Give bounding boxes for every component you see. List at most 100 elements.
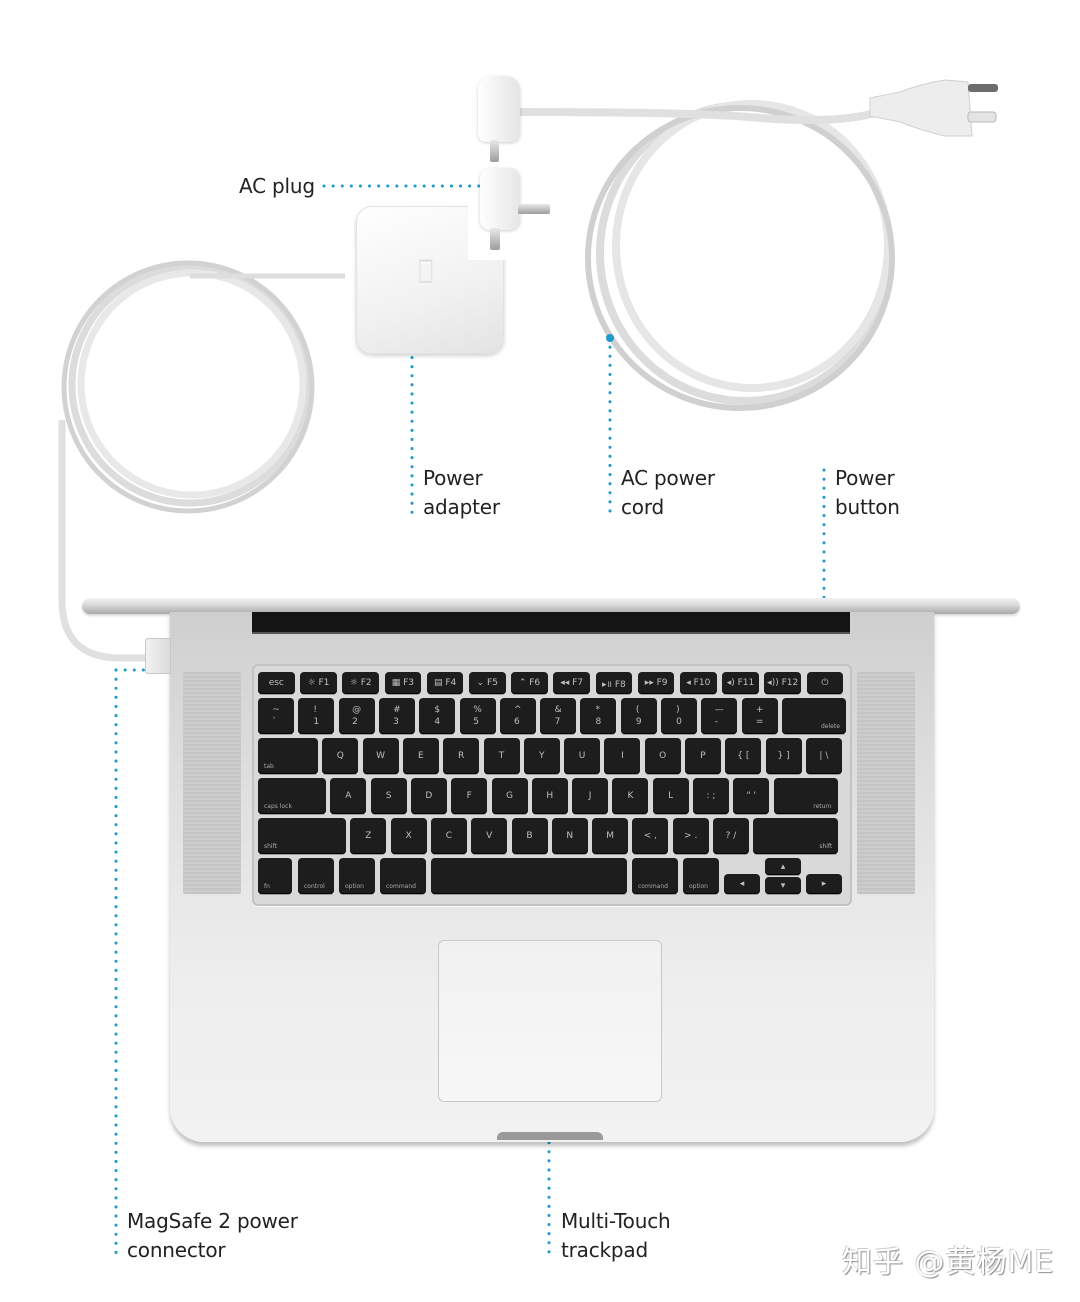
key[interactable]: { [	[725, 738, 762, 774]
key[interactable]: ^ 6	[499, 698, 536, 734]
key[interactable]: B	[511, 818, 548, 854]
function-key[interactable]: ▸॥ F8	[595, 672, 633, 694]
key[interactable]: @ 2	[338, 698, 375, 734]
key[interactable]: A	[330, 778, 367, 814]
key[interactable]: R	[443, 738, 480, 774]
label-line: connector	[127, 1238, 226, 1262]
key[interactable]: G	[491, 778, 528, 814]
key[interactable]: * 8	[580, 698, 617, 734]
key[interactable]: Z	[350, 818, 387, 854]
key[interactable]: & 7	[540, 698, 577, 734]
arrow-right-key[interactable]: ▸	[806, 874, 842, 894]
key[interactable]: O	[644, 738, 681, 774]
key[interactable]: } ]	[765, 738, 802, 774]
label-trackpad: Multi-Touch trackpad	[561, 1207, 671, 1265]
label-line: MagSafe 2 power	[127, 1209, 298, 1233]
key[interactable]: K	[612, 778, 649, 814]
key[interactable]: shift	[258, 818, 346, 854]
arrow-up-key[interactable]: ▴	[765, 858, 801, 875]
label-magsafe-connector: MagSafe 2 power connector	[127, 1207, 298, 1265]
arrow-down-key[interactable]: ▾	[765, 877, 801, 894]
key[interactable]: M	[592, 818, 629, 854]
arrow-left-key[interactable]: ◂	[724, 874, 760, 894]
ac-power-cord-coil	[517, 100, 895, 411]
key[interactable]: X	[390, 818, 427, 854]
label-line: button	[835, 495, 900, 519]
key[interactable]: C	[430, 818, 467, 854]
function-key[interactable]: ☼ F1	[300, 672, 337, 694]
function-key[interactable]: ▦ F3	[384, 672, 422, 694]
key[interactable]: E	[402, 738, 439, 774]
key[interactable]: shift	[753, 818, 839, 854]
key[interactable]: F	[451, 778, 488, 814]
modifier-key[interactable]: command	[380, 858, 426, 894]
key[interactable]: J	[572, 778, 609, 814]
display-hinge	[252, 612, 850, 634]
label-line: Power	[423, 466, 483, 490]
label-line: trackpad	[561, 1238, 648, 1262]
function-key[interactable]: ☼ F2	[342, 672, 379, 694]
speaker-grille-right	[857, 672, 915, 894]
key[interactable]: return	[773, 778, 838, 814]
key[interactable]: < ,	[632, 818, 669, 854]
key[interactable]: H	[531, 778, 568, 814]
key[interactable]: ! 1	[298, 698, 335, 734]
label-power-button: Power button	[835, 464, 900, 522]
modifier-key[interactable]: option	[339, 858, 375, 894]
key[interactable]: ? /	[713, 818, 749, 854]
multi-touch-trackpad[interactable]	[438, 940, 662, 1102]
magsafe-cable-coil	[58, 260, 345, 662]
key[interactable]: $ 4	[419, 698, 456, 734]
function-key[interactable]: ⌃ F6	[511, 672, 548, 694]
key[interactable]: L	[652, 778, 689, 814]
key[interactable]: % 5	[459, 698, 496, 734]
modifier-key[interactable]: command	[632, 858, 678, 894]
label-line: Power	[835, 466, 895, 490]
key[interactable]: D	[410, 778, 447, 814]
label-ac-power-cord: AC power cord	[621, 464, 715, 522]
key-label: return	[813, 803, 832, 810]
key[interactable]: ) 0	[661, 698, 697, 734]
power-button[interactable]: ⏻	[806, 672, 844, 694]
key[interactable]: W	[362, 738, 399, 774]
key[interactable]: U	[564, 738, 601, 774]
function-key[interactable]: ◂)) F12	[764, 672, 801, 694]
key[interactable]: ( 9	[620, 698, 657, 734]
space-bar[interactable]	[431, 858, 627, 894]
function-key[interactable]: ◂) F11	[722, 672, 759, 694]
key[interactable]: S	[370, 778, 407, 814]
key[interactable]: > .	[672, 818, 709, 854]
function-key[interactable]: ▤ F4	[426, 672, 464, 694]
key[interactable]: # 3	[378, 698, 415, 734]
magsafe-connector	[145, 638, 171, 674]
speaker-grille-left	[183, 672, 241, 894]
key[interactable]: | \	[805, 738, 842, 774]
label-line: cord	[621, 495, 664, 519]
function-key[interactable]: ⌄ F5	[469, 672, 506, 694]
key-label: option	[689, 883, 708, 890]
modifier-key[interactable]: option	[683, 858, 719, 894]
function-key[interactable]: ▸▸ F9	[637, 672, 675, 694]
key[interactable]: delete	[781, 698, 846, 734]
key[interactable]: Y	[523, 738, 560, 774]
key[interactable]: N	[551, 818, 588, 854]
key[interactable]: : ;	[693, 778, 729, 814]
function-key[interactable]: ◂ F10	[680, 672, 717, 694]
modifier-key[interactable]: control	[298, 858, 334, 894]
key[interactable]: V	[471, 818, 508, 854]
key[interactable]: I	[604, 738, 641, 774]
key[interactable]: — -	[701, 698, 738, 734]
key[interactable]: Q	[322, 738, 359, 774]
function-key[interactable]: esc	[258, 672, 295, 694]
modifier-key[interactable]: fn	[258, 858, 292, 894]
key[interactable]: T	[483, 738, 520, 774]
function-key[interactable]: ◂◂ F7	[553, 672, 590, 694]
key[interactable]: caps lock	[258, 778, 326, 814]
key[interactable]: ~ `	[258, 698, 294, 734]
lid-opening-notch	[497, 1132, 603, 1140]
key[interactable]: " '	[733, 778, 770, 814]
key[interactable]: + =	[741, 698, 778, 734]
key-label: shift	[819, 843, 833, 850]
key[interactable]: tab	[258, 738, 318, 774]
key[interactable]: P	[685, 738, 721, 774]
